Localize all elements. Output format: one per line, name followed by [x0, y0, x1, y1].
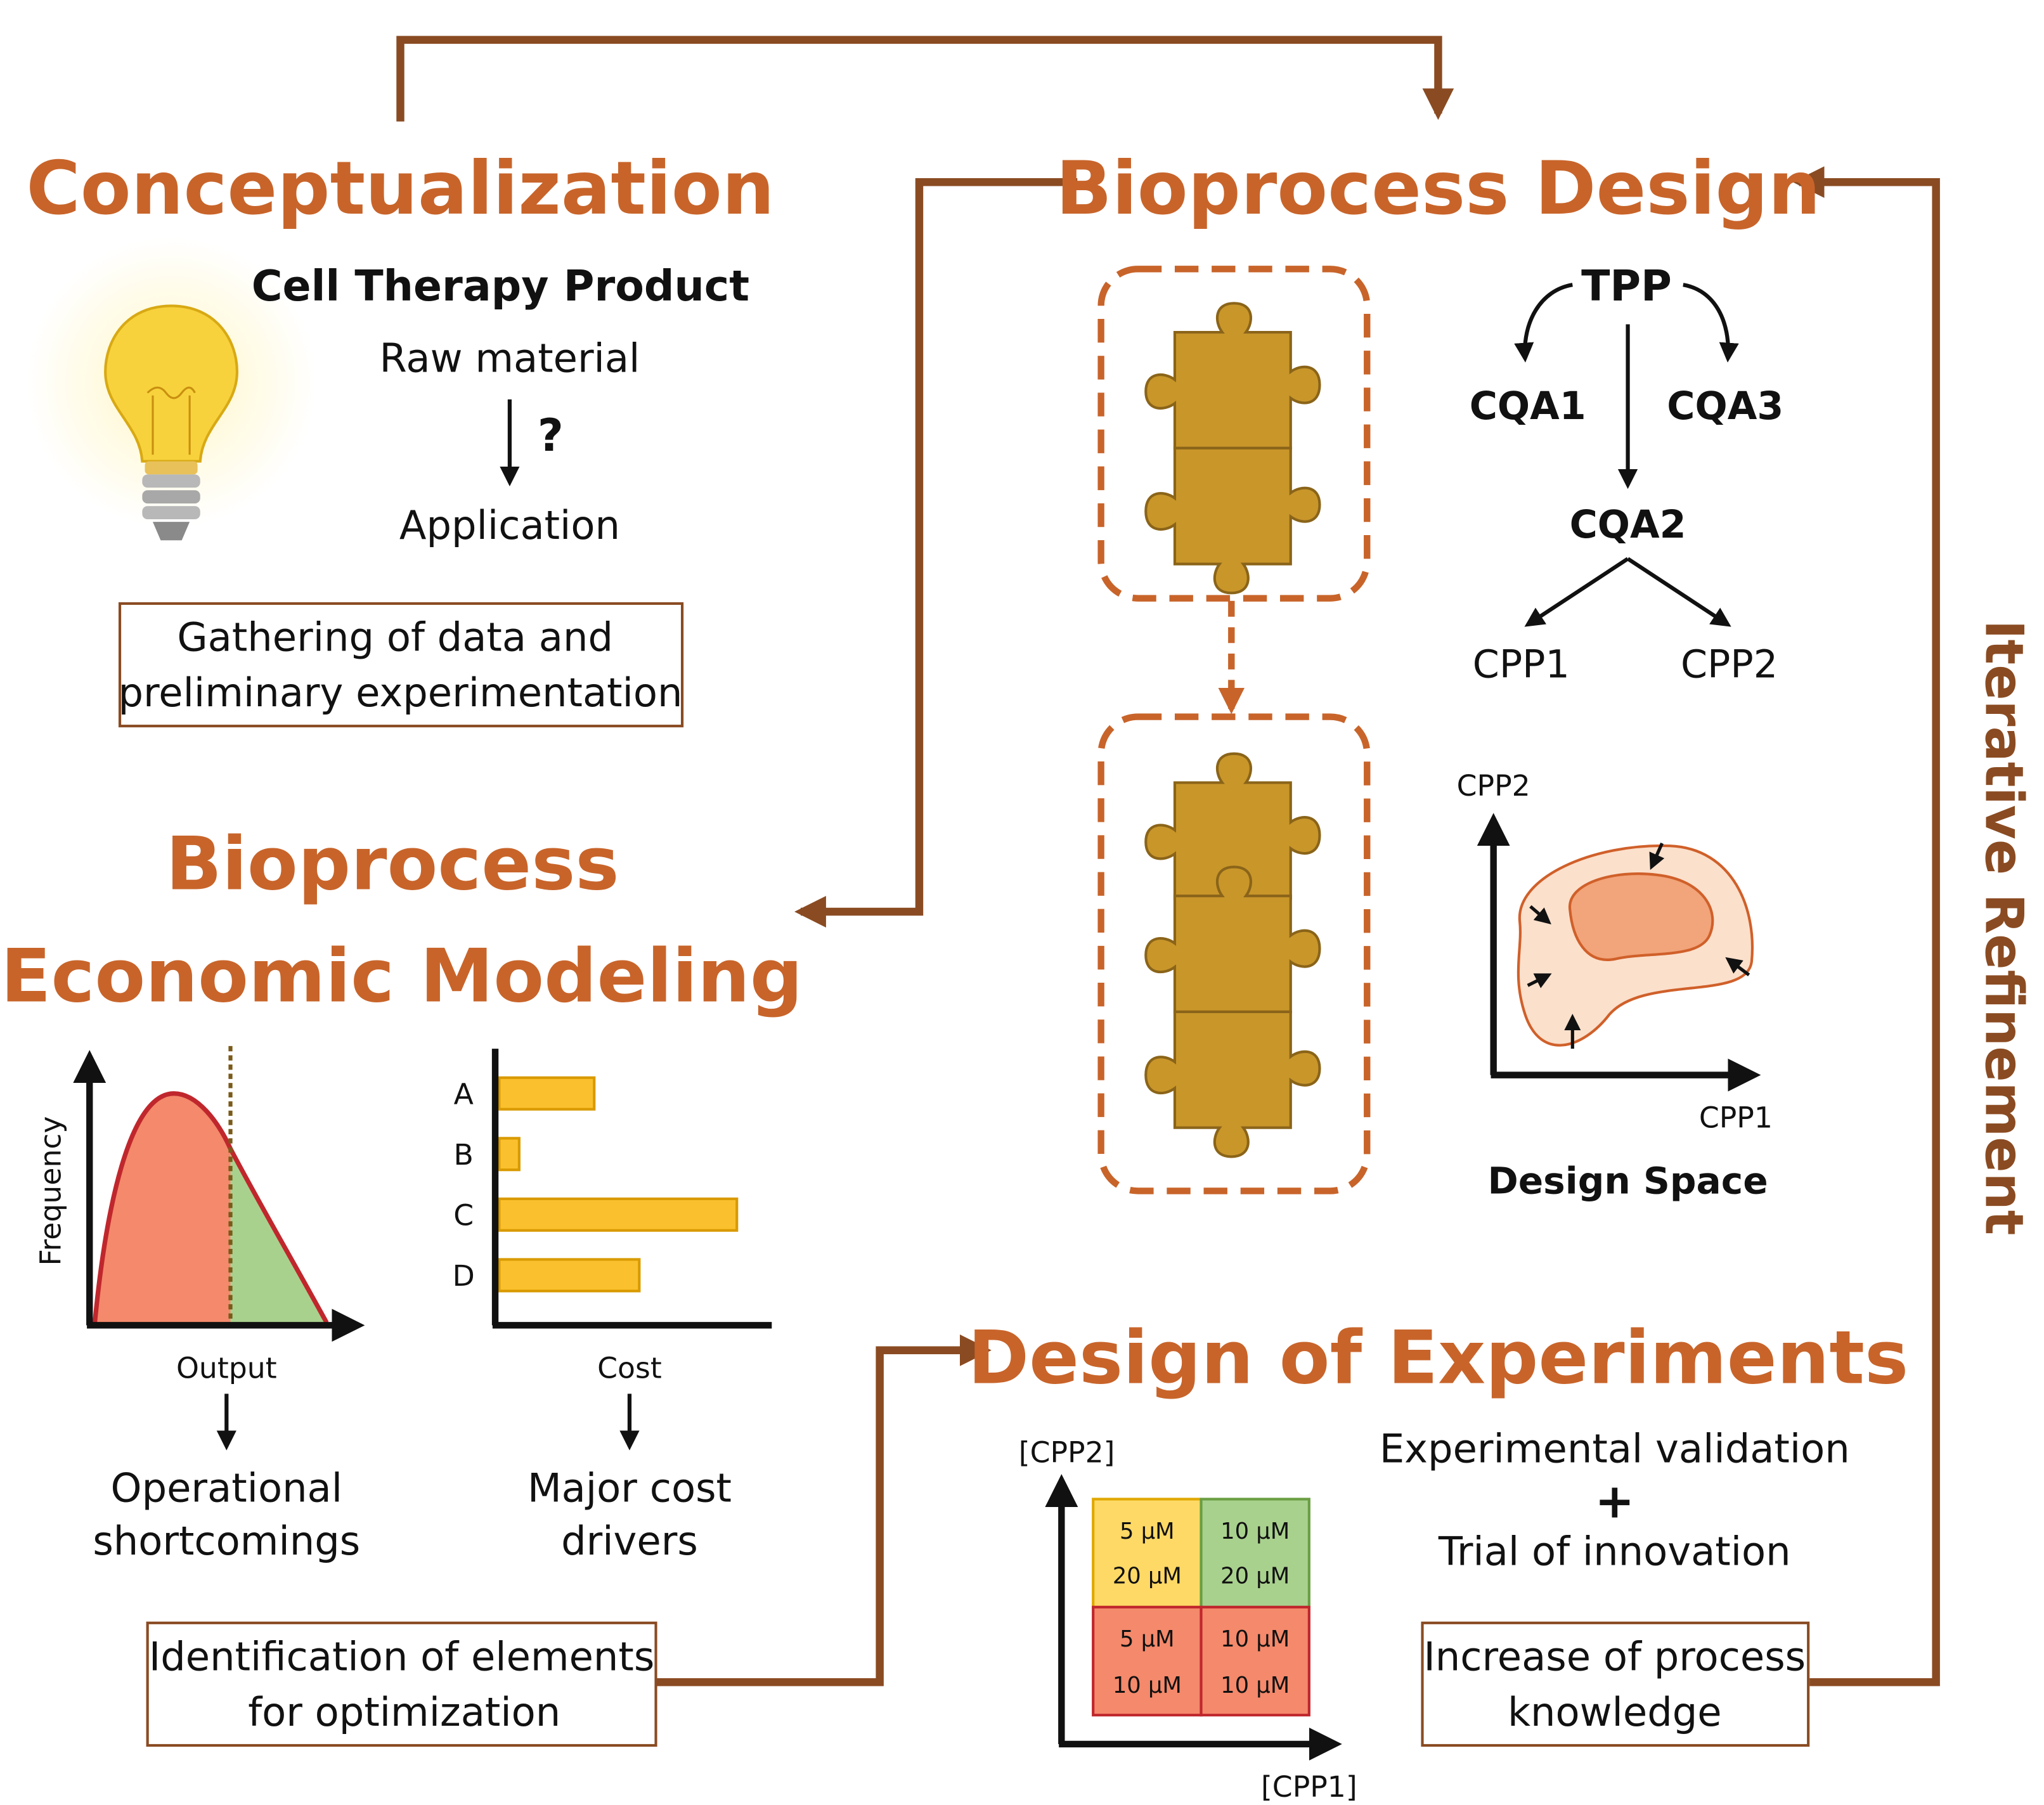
output-distribution [73, 1045, 365, 1342]
doe-cell-bottom-left [1092, 1605, 1203, 1717]
dashed-box-bottom [1097, 713, 1371, 1194]
cqa1-label: CQA1 [1470, 384, 1586, 429]
ds-y-label: CPP2 [1457, 769, 1530, 803]
frequency-label: Frequency [34, 1116, 68, 1265]
puzzle-piece-icon [1146, 448, 1319, 593]
identification-line1: Identification of elements [149, 1634, 654, 1680]
cost-drivers-line1: Major cost [527, 1465, 732, 1511]
identification-box [146, 1621, 657, 1747]
lightbulb-icon [26, 237, 316, 541]
heading-bioprocess-design: Bioprocess Design [1056, 146, 1820, 231]
raw-material-label: Raw material [379, 335, 640, 381]
doe-cell-value: 10 µM [1220, 1626, 1290, 1652]
tpp-to-cqa1-arrow [1514, 283, 1573, 363]
knowledge-line2: knowledge [1508, 1689, 1722, 1735]
plus-sign: + [1594, 1474, 1634, 1529]
cost-bar-a [498, 1076, 596, 1111]
heading-design-of-experiments: Design of Experiments [968, 1316, 1909, 1401]
design-space-inner-region [1569, 872, 1714, 961]
innovation-label: Trial of innovation [1438, 1528, 1791, 1574]
cost-category-label: B [454, 1138, 474, 1172]
doe-cell-bottom-right [1200, 1605, 1310, 1717]
flow-arrow-design-to-economic [794, 178, 1078, 928]
distribution-red-area [94, 1093, 231, 1323]
knowledge-line1: Increase of process [1423, 1634, 1806, 1680]
cost-label: Cost [597, 1351, 662, 1385]
doe-cell-value: 10 µM [1113, 1672, 1182, 1698]
doe-x-label: [CPP1] [1261, 1770, 1357, 1804]
design-space-plot [1477, 813, 1761, 1092]
flow-arrow-economic-to-doe [656, 1334, 992, 1686]
doe-grid: 5 µM 20 µM 10 µM 20 µM 5 µM 10 µM 10 µM … [1045, 1474, 1342, 1761]
knowledge-box [1421, 1621, 1810, 1747]
cost-drivers-line2: drivers [561, 1518, 698, 1564]
cpp1-label: CPP1 [1473, 642, 1570, 687]
cost-bar-c [498, 1197, 739, 1232]
dashed-box-top [1097, 266, 1371, 602]
cqa2-label: CQA2 [1570, 503, 1686, 547]
ds-x-label: CPP1 [1699, 1101, 1773, 1135]
doe-cell-value: 20 µM [1220, 1563, 1290, 1589]
doe-y-label: [CPP2] [1019, 1435, 1115, 1469]
puzzle-piece-icon [1146, 1012, 1319, 1157]
validation-label: Experimental validation [1380, 1425, 1850, 1472]
flow-arrows [396, 36, 1940, 1686]
gathering-line2: preliminary experimentation [119, 670, 683, 716]
doe-cell-value: 5 µM [1120, 1626, 1175, 1652]
doe-cell-top-right [1200, 1498, 1310, 1608]
tpp-label: TPP [1581, 261, 1672, 311]
output-label: Output [176, 1351, 277, 1385]
question-mark: ? [538, 409, 564, 462]
flow-arrow-iterative-refinement [1792, 166, 1940, 1686]
identification-line2: for optimization [248, 1689, 560, 1735]
cost-category-label: C [453, 1198, 474, 1232]
doe-cell-value: 10 µM [1220, 1672, 1290, 1698]
doe-cell-value: 5 µM [1120, 1518, 1175, 1544]
puzzle-piece-icon [1146, 303, 1319, 448]
heading-economic-line1: Bioprocess [165, 822, 619, 907]
cost-bar-d [498, 1258, 641, 1293]
flow-arrow-concept-to-design [396, 36, 1454, 122]
doe-cell-top-left [1092, 1498, 1203, 1608]
cqa3-label: CQA3 [1667, 384, 1783, 429]
cost-bar-b [498, 1137, 521, 1172]
puzzle-group-top [1097, 266, 1371, 602]
application-label: Application [399, 502, 620, 548]
product-title: Cell Therapy Product [252, 261, 749, 311]
doe-cell-value: 20 µM [1113, 1563, 1182, 1589]
operational-line1: Operational [111, 1465, 343, 1511]
distribution-curve [92, 1091, 329, 1324]
cqa2-to-cpp2-arrow [1626, 557, 1731, 627]
cqa2-to-cpp1-arrow [1524, 557, 1629, 627]
doe-cell-value: 10 µM [1220, 1518, 1290, 1544]
distribution-green-area [230, 1148, 327, 1323]
puzzle-piece-icon [1146, 867, 1319, 1012]
heading-iterative-refinement: Iterative Refinement [1974, 620, 2035, 1236]
heading-conceptualization: Conceptualization [26, 146, 774, 231]
design-space-title: Design Space [1487, 1160, 1768, 1203]
gathering-box [118, 602, 684, 728]
heading-economic-line2: Economic Modeling [1, 933, 803, 1019]
operational-line2: shortcomings [93, 1518, 360, 1564]
tpp-to-cqa3-arrow [1683, 283, 1739, 363]
cost-category-label: D [453, 1259, 475, 1293]
cost-category-label: A [454, 1077, 474, 1111]
gathering-line1: Gathering of data and [177, 614, 613, 661]
puzzle-group-bottom [1097, 713, 1371, 1194]
cpp2-label: CPP2 [1681, 642, 1778, 687]
